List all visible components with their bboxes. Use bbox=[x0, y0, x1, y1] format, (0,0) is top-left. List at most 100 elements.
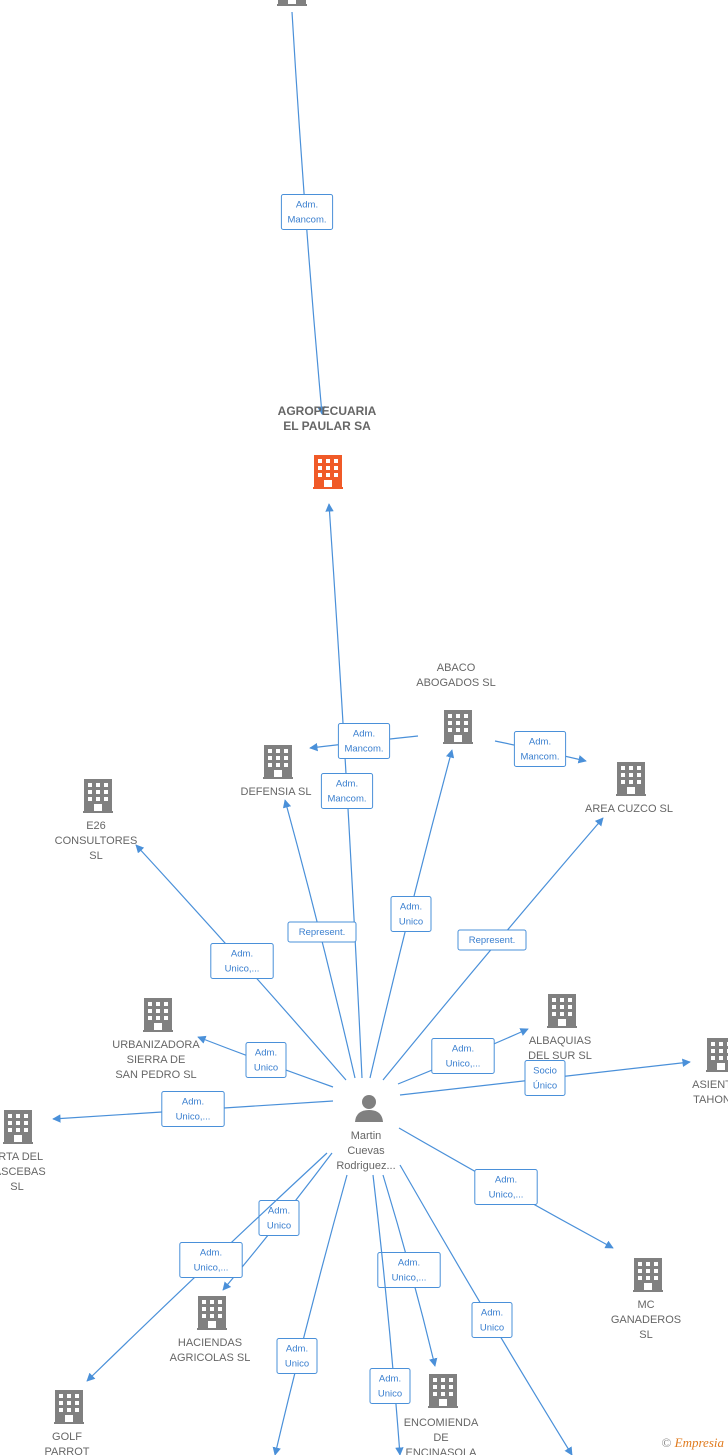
edge-label-text: Único bbox=[533, 1081, 557, 1092]
edge-label-text: Unico bbox=[285, 1359, 309, 1370]
edge-label[interactable]: Adm.Unico bbox=[390, 896, 432, 932]
edge-label-box bbox=[161, 1091, 225, 1127]
edge-label[interactable]: Adm. Unico,... bbox=[210, 943, 274, 979]
edge-label-box bbox=[337, 723, 391, 759]
node-label: SIERRA DE bbox=[127, 1054, 186, 1066]
edge-label-text: Unico,... bbox=[225, 964, 260, 975]
node-label: SL bbox=[10, 1181, 23, 1193]
edge-label-text: Adm. bbox=[231, 949, 253, 960]
node-label: HACIENDAS bbox=[178, 1337, 242, 1349]
edge-label-text: Unico,... bbox=[489, 1190, 524, 1201]
edge-label-box bbox=[457, 929, 527, 951]
node-label: Rodriguez... bbox=[336, 1160, 395, 1172]
edge-label[interactable]: Adm.Unico,... bbox=[431, 1038, 495, 1074]
edge-label[interactable]: Adm. Unico bbox=[369, 1368, 411, 1404]
edge-label[interactable]: Adm.Mancom. bbox=[513, 731, 567, 767]
edge-label[interactable]: Adm.Unico,... bbox=[161, 1091, 225, 1127]
node-asiento[interactable]: ASIENT TAHON bbox=[692, 1038, 728, 1106]
building-icon bbox=[616, 762, 646, 796]
edge-label[interactable]: Adm.Unico,... bbox=[179, 1242, 243, 1278]
node-label: ENCOMIENDA bbox=[404, 1417, 479, 1429]
node-label: ASIENT bbox=[692, 1079, 728, 1091]
node-huerta[interactable]: ERTA DEL JASCEBAS SL bbox=[0, 1110, 46, 1193]
edge-label[interactable]: Adm.Unico bbox=[471, 1302, 513, 1338]
edge-label-text: Unico bbox=[399, 917, 423, 928]
edge-label-box bbox=[287, 921, 357, 943]
node-area-cuzco[interactable]: AREA CUZCO SL bbox=[585, 762, 673, 815]
edge-label[interactable]: Adm.Unico bbox=[245, 1042, 287, 1078]
node-urbanizadora[interactable]: URBANIZADORA SIERRA DE SAN PEDRO SL bbox=[112, 998, 200, 1081]
edge-label-text: Adm. bbox=[286, 1344, 308, 1355]
node-label: SAN PEDRO SL bbox=[115, 1069, 196, 1081]
node-label: TAHON bbox=[693, 1094, 728, 1106]
edge-label-box bbox=[390, 896, 432, 932]
node-label: ALBAQUIAS bbox=[529, 1035, 591, 1047]
edge-label[interactable]: Adm.Unico,... bbox=[377, 1252, 441, 1288]
edge-label-box bbox=[513, 731, 567, 767]
building-icon bbox=[54, 1390, 84, 1424]
building-icon bbox=[633, 1258, 663, 1292]
node-label: PARROT bbox=[44, 1446, 89, 1455]
edge-label[interactable]: Adm. Mancom. bbox=[280, 194, 334, 230]
node-label: Cuevas bbox=[347, 1145, 385, 1157]
edge-label[interactable]: Adm.Mancom. bbox=[320, 773, 374, 809]
node-albaquias[interactable]: ALBAQUIAS DEL SUR SL bbox=[528, 994, 592, 1062]
edge-label-text: Socio bbox=[533, 1066, 557, 1077]
building-icon bbox=[3, 1110, 33, 1144]
node-label: JASCEBAS bbox=[0, 1166, 46, 1178]
node-defensia[interactable]: DEFENSIA SL bbox=[241, 745, 312, 798]
node-label: E26 bbox=[86, 820, 106, 832]
node-label: ERTA DEL bbox=[0, 1151, 43, 1163]
edge-label[interactable]: Represent. bbox=[457, 929, 527, 951]
edge-label-text: Adm. bbox=[379, 1374, 401, 1385]
building-icon bbox=[313, 455, 343, 489]
edge-label-box bbox=[377, 1252, 441, 1288]
building-icon bbox=[277, 0, 307, 6]
node-label: DEL SUR SL bbox=[528, 1050, 592, 1062]
node-label: DE bbox=[433, 1432, 448, 1444]
node-label: CONSULTORES bbox=[55, 835, 138, 847]
edge-label-text: Adm. bbox=[296, 200, 318, 211]
edge-label-text: Adm. bbox=[398, 1258, 420, 1269]
edge-label[interactable]: Adm.Unico bbox=[258, 1200, 300, 1236]
edge-label[interactable]: Adm.Mancom. bbox=[337, 723, 391, 759]
edge-person-to-bottom_a bbox=[272, 1174, 348, 1455]
edge-label-box bbox=[524, 1060, 566, 1096]
edge-label-box bbox=[280, 194, 334, 230]
edge-label-text: Unico bbox=[267, 1221, 291, 1232]
edge-label[interactable]: Adm. Unico bbox=[276, 1338, 318, 1374]
node-person[interactable]: MartinCuevasRodriguez... bbox=[336, 1095, 396, 1172]
edge-label-text: Adm. bbox=[495, 1175, 517, 1186]
node-top[interactable] bbox=[277, 0, 307, 6]
building-icon bbox=[83, 779, 113, 813]
edge-label-text: Represent. bbox=[469, 935, 515, 946]
edge-label-text: Unico bbox=[378, 1389, 402, 1400]
edge-label[interactable]: Adm. Unico,... bbox=[474, 1169, 538, 1205]
edge-label-text: Adm. bbox=[255, 1048, 277, 1059]
edge-label-text: Adm. bbox=[481, 1308, 503, 1319]
node-label: GANADEROS bbox=[611, 1314, 681, 1326]
edge-label-text: Adm. bbox=[336, 779, 358, 790]
edge-label-text: Unico,... bbox=[194, 1263, 229, 1274]
building-icon bbox=[443, 710, 473, 744]
node-label: SL bbox=[639, 1329, 652, 1341]
node-label: AREA CUZCO SL bbox=[585, 803, 673, 815]
edge-person-to-bottom_b bbox=[372, 1174, 404, 1455]
building-icon bbox=[197, 1296, 227, 1330]
node-label: URBANIZADORA bbox=[112, 1039, 200, 1051]
node-label: Martin bbox=[351, 1130, 382, 1142]
edge-label[interactable]: Represent. bbox=[287, 921, 357, 943]
edge-label-text: Mancom. bbox=[287, 215, 326, 226]
node-label: SL bbox=[89, 850, 102, 862]
node-label: EL PAULAR SA bbox=[283, 419, 371, 433]
node-label: ABOGADOS SL bbox=[416, 677, 495, 689]
